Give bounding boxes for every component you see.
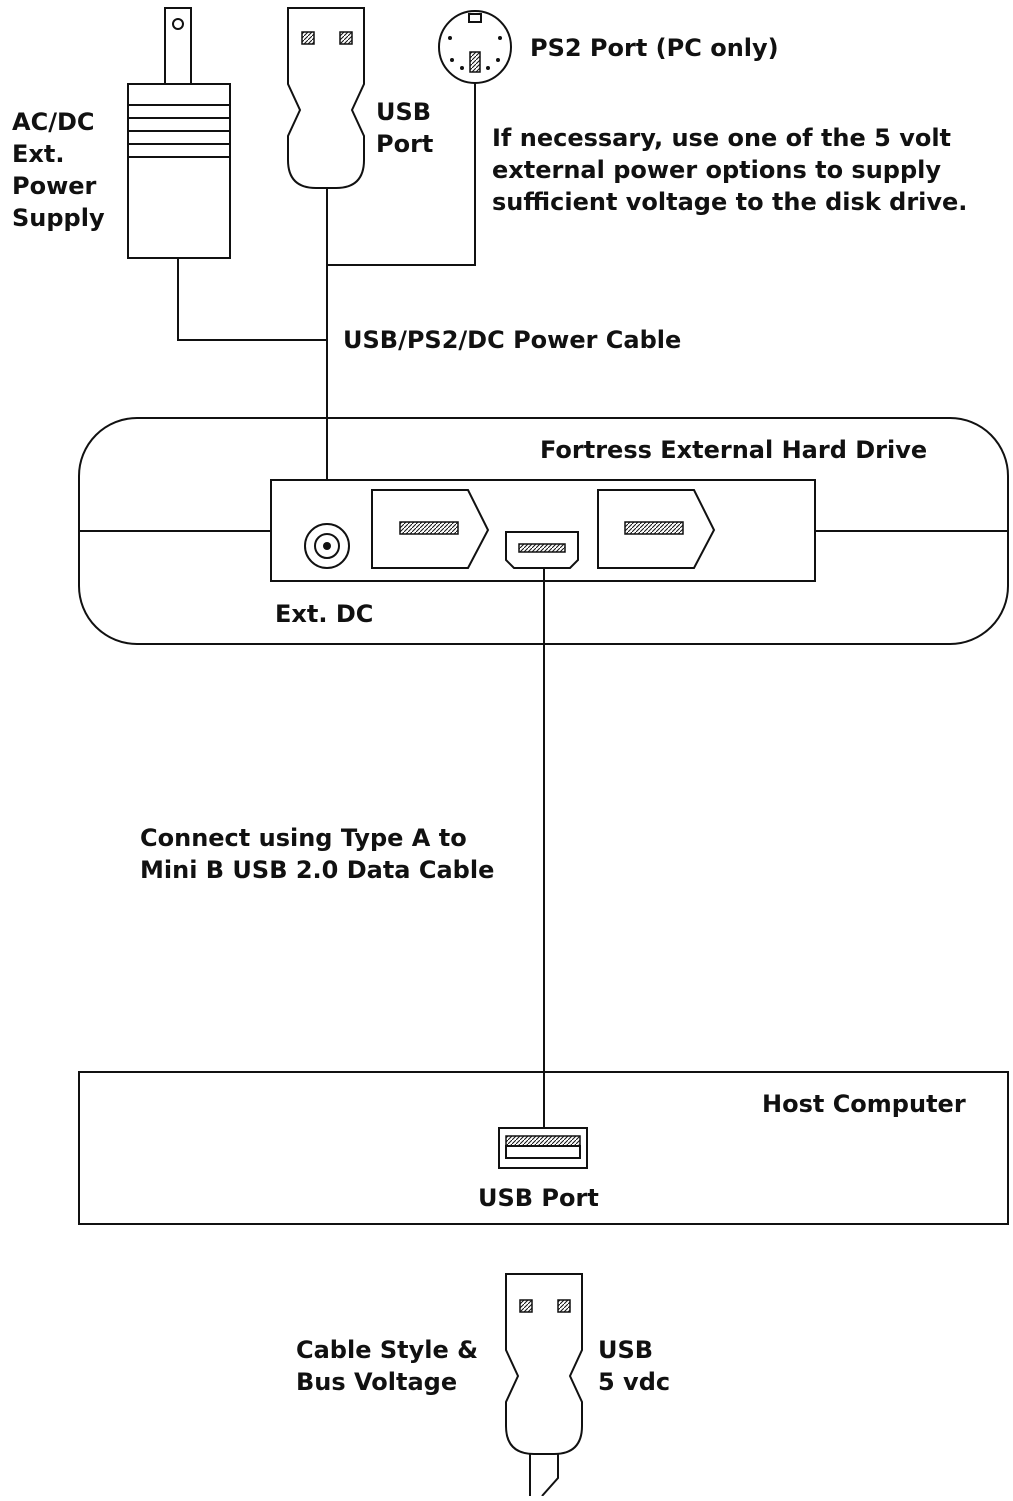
data-cable-label: Connect using Type A to Mini B USB 2.0 D…	[140, 824, 495, 884]
power-note: If necessary, use one of the 5 volt exte…	[492, 124, 968, 216]
usb-voltage-label: USB 5 vdc	[598, 1336, 671, 1396]
power-cable-lines	[177, 83, 476, 520]
mini-usb-port-icon	[505, 531, 579, 569]
hard-drive-label: Fortress External Hard Drive	[540, 436, 928, 464]
host-usb-port-label: USB Port	[478, 1184, 599, 1212]
host-usb-port-icon	[498, 1127, 588, 1169]
cable-style-label: Cable Style & Bus Voltage	[296, 1336, 479, 1396]
power-cable-label: USB/PS2/DC Power Cable	[343, 326, 682, 354]
ext-dc-label: Ext. DC	[275, 600, 374, 628]
ac-dc-adapter-icon	[127, 7, 231, 259]
ac-dc-supply-label: AC/DC Ext. Power Supply	[12, 108, 105, 232]
host-computer-box	[78, 1071, 1009, 1225]
ps2-port-label: PS2 Port (PC only)	[530, 34, 779, 62]
firewire-port-right-icon	[597, 489, 716, 569]
usb-port-top-label: USB Port	[376, 98, 434, 158]
firewire-port-left-icon	[371, 489, 490, 569]
ps2-connector-icon	[438, 10, 512, 84]
usb-plug-top-icon	[287, 7, 365, 189]
ext-dc-jack-icon	[304, 523, 350, 569]
usb-plug-bottom-icon	[505, 1273, 583, 1497]
host-computer-label: Host Computer	[762, 1090, 966, 1118]
